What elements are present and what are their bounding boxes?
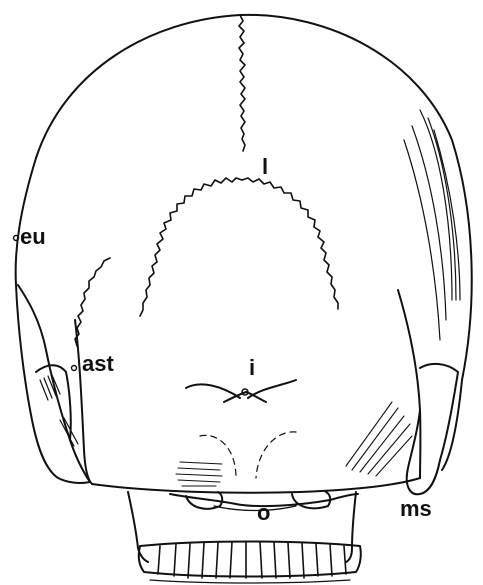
lambdoid-suture-left [140, 178, 242, 316]
label-inion: i [249, 357, 255, 379]
lambdoid-suture-right [242, 178, 338, 309]
occipital-inferior-outline [75, 320, 420, 493]
teeth-dividers [158, 542, 346, 578]
muscle-hatching-right [346, 402, 412, 476]
lambdoid-suture-left-lateral [75, 258, 110, 346]
label-opisthion: o [257, 502, 270, 524]
inferior-nuchal-line-left [200, 435, 236, 478]
superior-nuchal-line-left [186, 384, 240, 398]
muscle-hatching-left [176, 462, 222, 486]
cranial-vault-outline [36, 15, 472, 470]
right-temporal-lines [404, 110, 460, 340]
teeth-row-outline [139, 542, 361, 577]
left-skull-wall [16, 158, 90, 483]
inferior-nuchal-line-right [256, 432, 296, 478]
sagittal-suture [239, 15, 245, 151]
right-ramus [346, 492, 356, 562]
label-mastoidale: ms [400, 498, 432, 520]
external-occipital-protuberance [224, 392, 266, 402]
label-asterion: ast [82, 353, 114, 375]
right-parietal-inner-outline [398, 290, 420, 478]
left-mastoid-ridges [40, 375, 78, 446]
teeth-lower-edge [150, 580, 350, 583]
label-lambda: l [262, 156, 268, 178]
right-mastoid-outline [407, 364, 458, 494]
asterion-point [72, 366, 77, 371]
label-euryon: eu [20, 226, 46, 248]
